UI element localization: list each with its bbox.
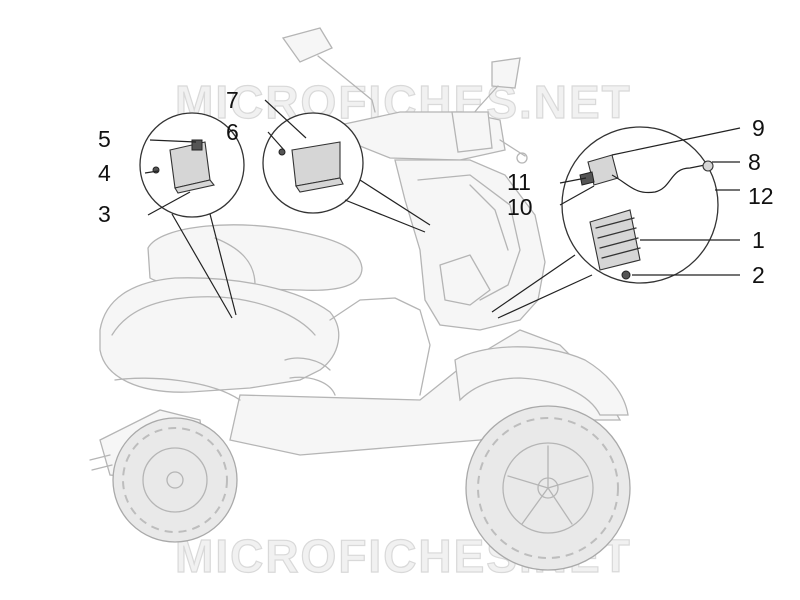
headlight	[451, 111, 493, 153]
front-fender	[454, 346, 629, 416]
mirror-left	[281, 27, 376, 113]
rear-wheel	[112, 417, 238, 543]
callout-3: 3	[98, 201, 111, 227]
callout-10: 10	[507, 194, 533, 220]
callout-1: 1	[752, 227, 765, 253]
callout-8: 8	[748, 149, 761, 175]
callout-2: 2	[752, 262, 765, 288]
callout-5: 5	[98, 126, 111, 152]
callout-leaders	[144, 99, 741, 276]
callout-12: 12	[748, 183, 774, 209]
callout-6: 6	[226, 119, 239, 145]
front-wheel	[465, 405, 631, 571]
callout-9: 9	[752, 115, 765, 141]
detail-bubble-left	[139, 112, 245, 319]
callout-4: 4	[98, 160, 111, 186]
detail-bubble-middle	[262, 112, 431, 233]
callout-7: 7	[226, 87, 239, 113]
watermark-top: MICROFICHES.NET	[175, 76, 632, 128]
detail-bubble-right	[491, 126, 719, 319]
callout-11: 11	[507, 169, 531, 195]
rear-side-panel	[99, 277, 340, 393]
